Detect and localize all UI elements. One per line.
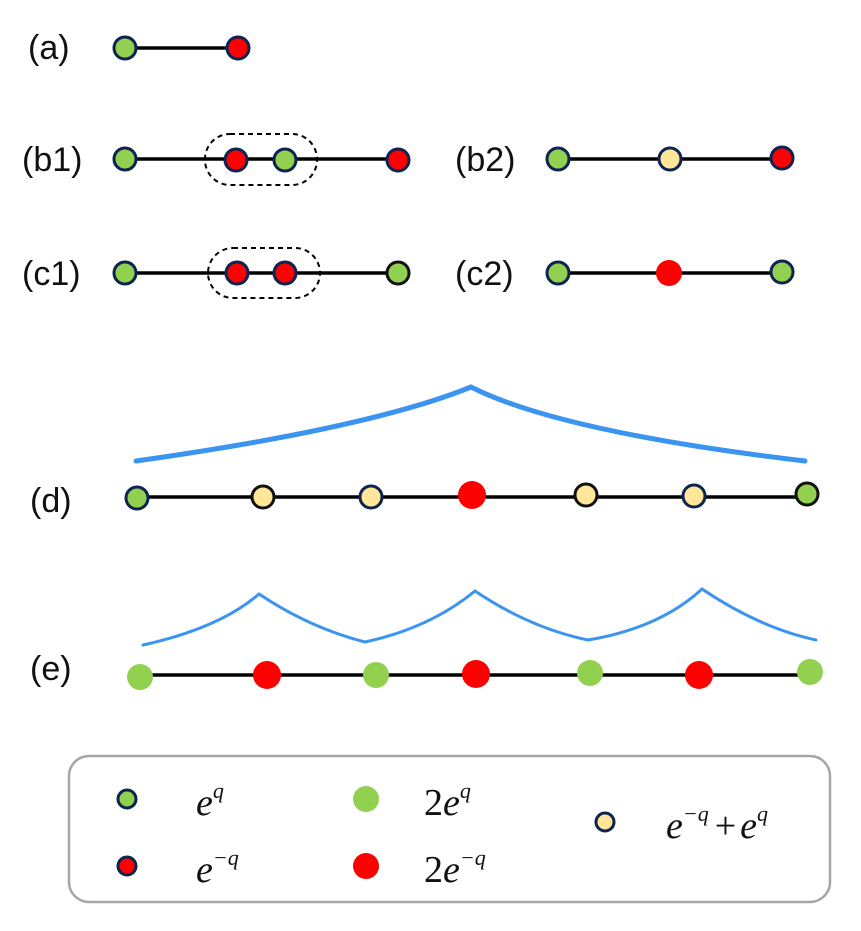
node-green-outlined xyxy=(112,146,138,172)
label-b1: (b1) xyxy=(22,141,82,179)
node-green-outlined xyxy=(385,260,411,286)
arc-e-3 xyxy=(586,587,818,642)
legend-label-5: e−q+eq xyxy=(666,801,768,847)
legend-swatch-green-outlined xyxy=(116,788,138,810)
dashed-group-b1 xyxy=(204,133,318,186)
chain-nodes xyxy=(112,35,823,690)
node-red-filled xyxy=(656,260,682,286)
node-yellow-outlined xyxy=(657,146,683,172)
legend-label-4: 2e−q xyxy=(424,845,486,891)
legend-label-2: e−q xyxy=(196,845,239,891)
legend-label-1: eq xyxy=(196,778,224,824)
legend-swatch-yellow-outlined xyxy=(594,811,616,833)
node-green-outlined xyxy=(545,146,571,172)
legend: eq e−q 2eq 2e−q e−q+eq xyxy=(67,754,832,904)
label-c1: (c1) xyxy=(22,255,81,293)
node-green-outlined xyxy=(794,481,820,507)
node-yellow-outlined xyxy=(358,484,384,510)
arc-e-1 xyxy=(141,592,367,647)
node-green-filled xyxy=(127,664,153,690)
node-red-filled xyxy=(458,481,486,509)
arcs xyxy=(133,384,818,647)
legend-box xyxy=(67,754,832,904)
label-c2: (c2) xyxy=(455,255,514,293)
legend-label-3: 2eq xyxy=(424,778,471,824)
label-b2: (b2) xyxy=(455,141,515,179)
node-red-filled xyxy=(462,660,490,688)
node-red-outlined xyxy=(385,147,411,173)
label-d: (d) xyxy=(30,482,72,520)
label-a: (a) xyxy=(28,29,70,67)
node-green-outlined xyxy=(112,260,138,286)
node-green-filled xyxy=(797,659,823,685)
node-green-outlined xyxy=(124,485,150,511)
arc-d xyxy=(133,384,808,464)
legend-swatch-red-filled xyxy=(353,853,379,879)
node-yellow-outlined xyxy=(573,482,599,508)
legend-swatch-green-filled xyxy=(353,786,379,812)
node-green-outlined xyxy=(545,260,571,286)
legend-swatch-red-outlined xyxy=(116,855,138,877)
label-e: (e) xyxy=(30,650,72,688)
arc-e-2 xyxy=(363,589,590,644)
node-red-filled xyxy=(253,661,281,689)
node-red-outlined xyxy=(223,147,249,173)
node-red-outlined xyxy=(224,260,250,286)
dashed-group-c1 xyxy=(207,247,321,299)
node-green-filled xyxy=(363,662,389,688)
node-red-outlined xyxy=(272,260,298,286)
node-red-outlined xyxy=(769,145,795,171)
node-red-outlined xyxy=(225,35,251,61)
node-yellow-outlined xyxy=(681,483,707,509)
node-green-outlined xyxy=(112,35,138,61)
node-green-filled xyxy=(577,660,603,686)
node-green-outlined xyxy=(272,147,298,173)
node-red-filled xyxy=(685,661,713,689)
node-green-outlined xyxy=(769,259,795,285)
node-yellow-outlined xyxy=(250,484,276,510)
